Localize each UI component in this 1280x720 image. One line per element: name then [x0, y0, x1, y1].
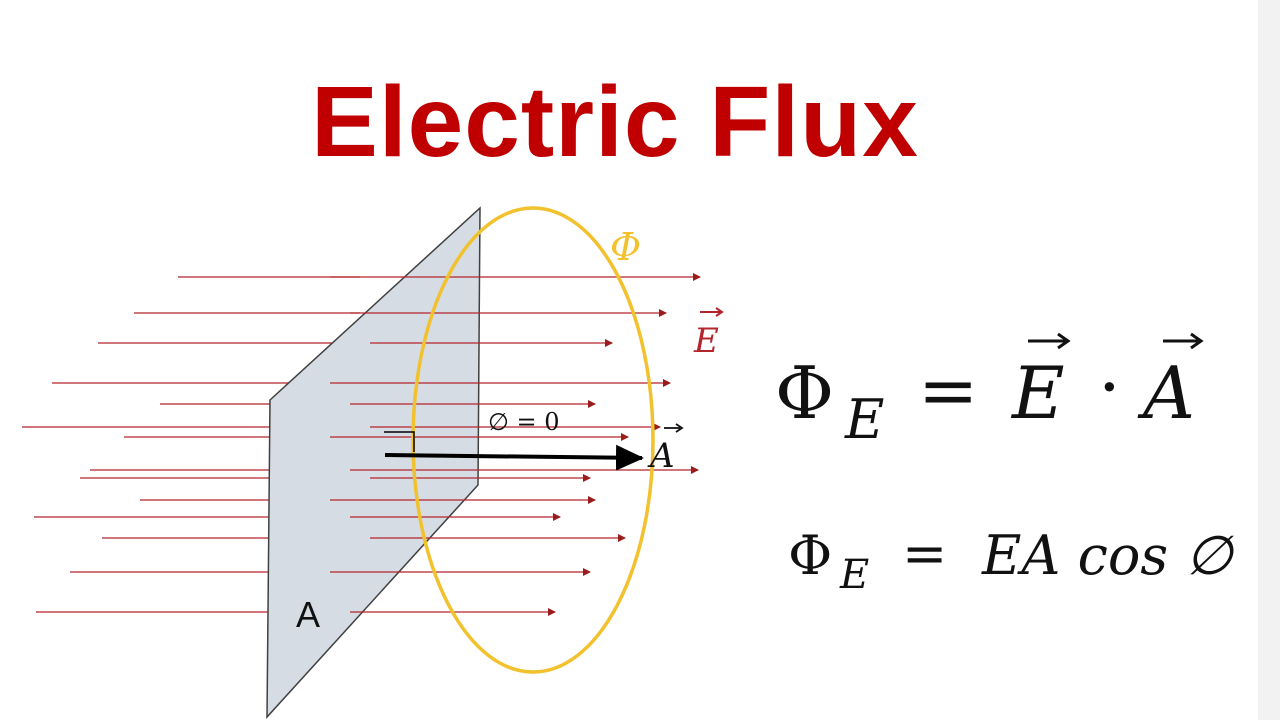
- right-angle-mark: [384, 431, 415, 452]
- area-label: A: [296, 594, 320, 635]
- page-title: Electric Flux: [311, 66, 919, 178]
- eq2-rhs: EA cos ∅: [981, 524, 1234, 587]
- eq1-flux-symbol: Φ: [775, 351, 834, 435]
- eq1-subscript: E: [844, 388, 884, 451]
- normal-vector-arrowhead-icon: [675, 423, 684, 433]
- slide-edge: [1258, 0, 1280, 720]
- normal-vector-label: A: [647, 423, 684, 476]
- flux-symbol-label: Φ: [610, 225, 641, 269]
- eq2-subscript: E: [839, 552, 869, 598]
- flux-ellipse: [411, 206, 655, 674]
- area-normal-vector: [384, 444, 644, 471]
- e-vector-arrowhead-icon: [715, 307, 724, 317]
- e-vector-letter: E: [693, 321, 719, 361]
- normal-vector-letter: A: [647, 436, 675, 476]
- equation-cosine: Φ E = EA cos ∅: [788, 522, 1234, 598]
- eq2-equals: =: [902, 522, 947, 585]
- angle-label: ∅ = 0: [488, 408, 560, 436]
- eq1-vector-e: E: [1010, 351, 1065, 435]
- e-vector-label: E: [693, 307, 724, 361]
- eq1-e-arrowhead-icon: [1057, 332, 1071, 350]
- eq1-a-arrowhead-icon: [1190, 332, 1204, 350]
- eq1-vector-a: A: [1137, 351, 1195, 435]
- eq1-equals: =: [918, 348, 978, 432]
- area-plane: [266, 206, 481, 719]
- eq1-dot: ·: [1098, 345, 1121, 429]
- equation-dot-product: Φ E = E · A: [775, 332, 1204, 451]
- eq2-flux-symbol: Φ: [788, 524, 832, 587]
